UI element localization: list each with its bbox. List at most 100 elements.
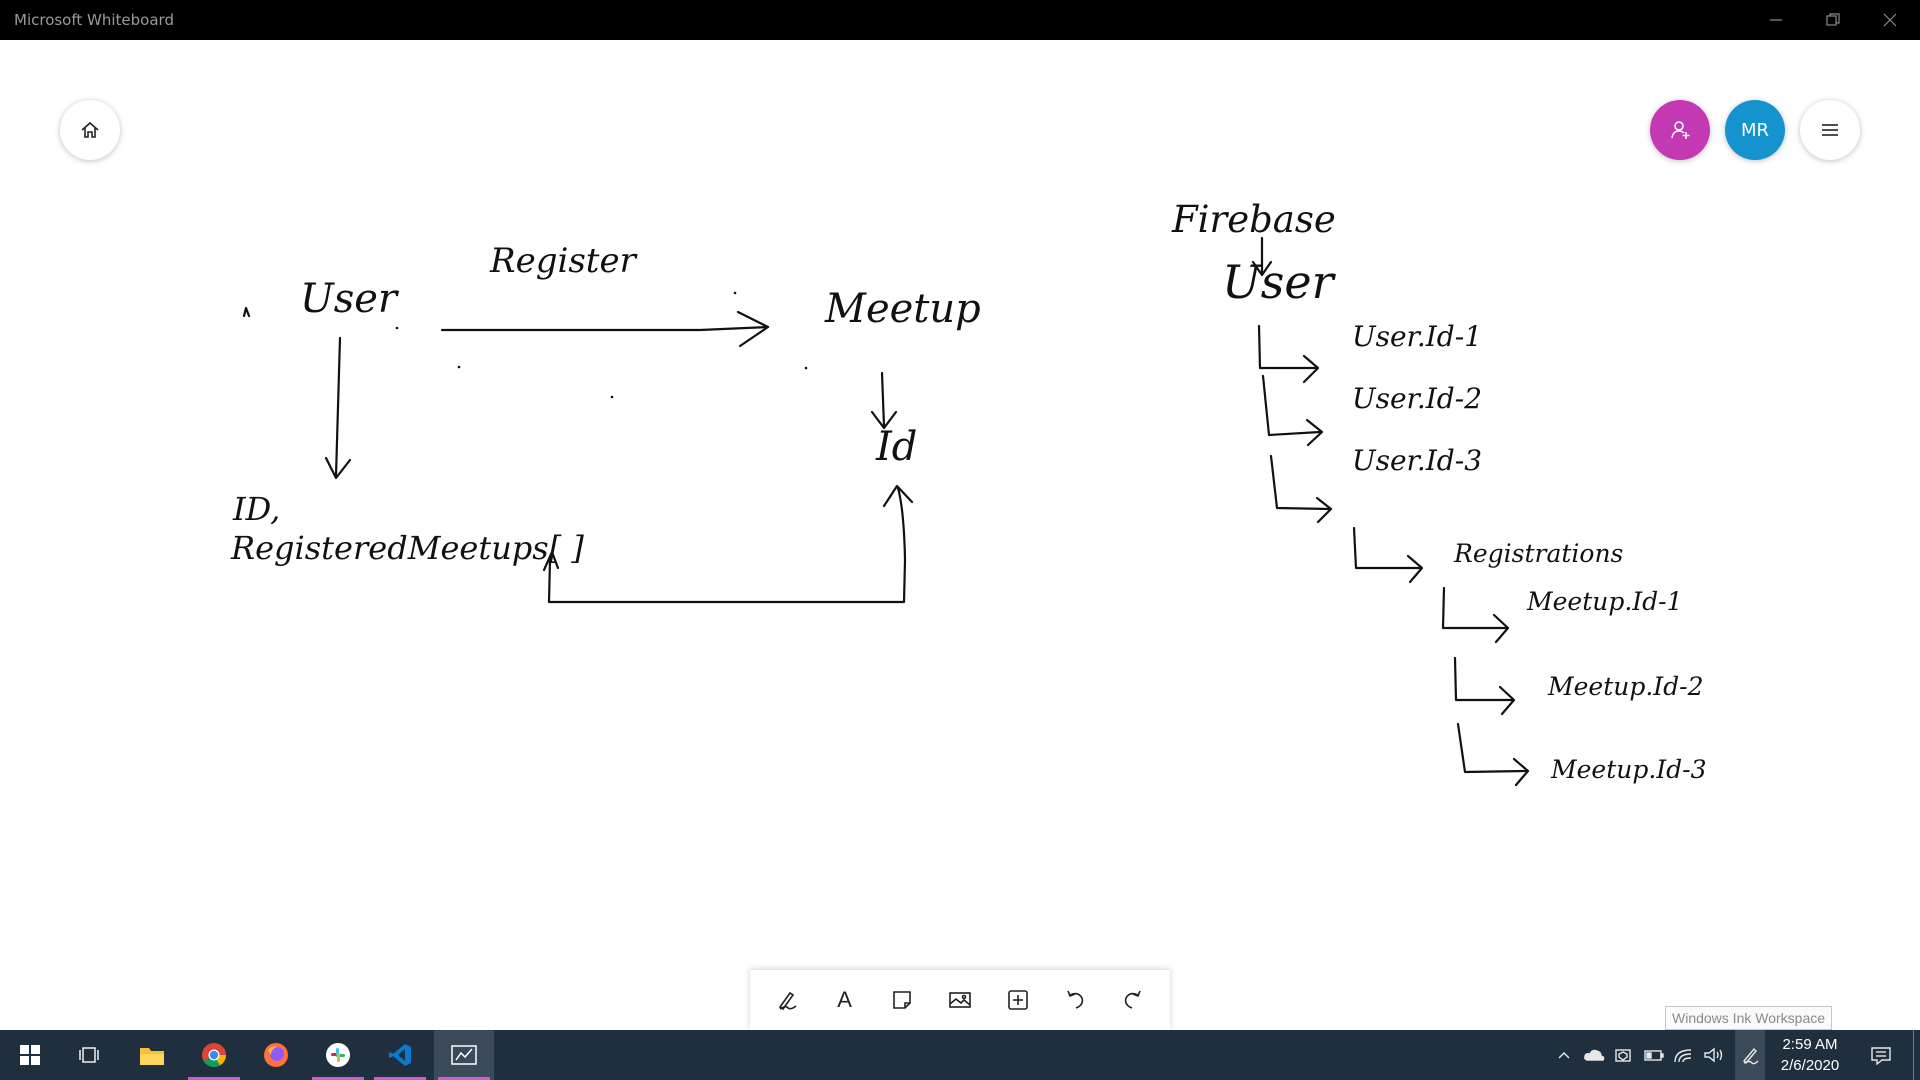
task-view-button[interactable] — [60, 1030, 120, 1080]
meetup-id-2: Meetup.Id-2 — [1547, 672, 1704, 701]
task-view-icon — [79, 1047, 99, 1063]
tree-arrow-m1 — [1492, 613, 1510, 644]
start-button[interactable] — [0, 1030, 60, 1080]
label-firebase: Firebase — [1171, 198, 1336, 241]
user-down-arrow-line — [334, 336, 342, 478]
wifi-icon — [1674, 1049, 1692, 1063]
taskbar-firefox[interactable] — [246, 1030, 306, 1080]
ink-dot — [733, 291, 737, 295]
invite-button[interactable] — [1650, 100, 1710, 160]
taskbar-file-explorer[interactable] — [122, 1030, 182, 1080]
hamburger-menu-icon — [1822, 124, 1838, 136]
file-explorer-icon — [140, 1048, 164, 1065]
volume-tray[interactable] — [1700, 1030, 1728, 1080]
close-button[interactable] — [1862, 0, 1918, 40]
tree-arrow-2 — [1305, 418, 1324, 447]
image-tool-button[interactable] — [938, 978, 982, 1022]
settings-menu-button[interactable] — [1800, 100, 1860, 160]
show-hidden-icons-button[interactable] — [1550, 1030, 1578, 1080]
taskbar-slack[interactable] — [308, 1030, 368, 1080]
tree-branch-m2 — [1453, 656, 1514, 702]
taskbar: 2:59 AM 2/6/2020 — [0, 1030, 1920, 1080]
register-arrow-head — [736, 310, 770, 348]
home-button[interactable] — [60, 100, 120, 160]
chevron-up-icon — [1558, 1052, 1570, 1059]
vscode-icon — [389, 1044, 411, 1066]
pen-ink-icon — [1743, 1047, 1759, 1065]
taskbar-vscode[interactable] — [370, 1030, 430, 1080]
taskbar-chrome[interactable] — [184, 1030, 244, 1080]
pen-icon — [778, 991, 797, 1011]
security-tray[interactable] — [1610, 1030, 1638, 1080]
insert-button[interactable] — [996, 978, 1040, 1022]
tree-arrow-registrations — [1406, 554, 1424, 584]
battery-tray[interactable] — [1640, 1030, 1668, 1080]
user-avatar[interactable]: MR — [1725, 100, 1785, 160]
windows-ink-tray[interactable] — [1735, 1030, 1765, 1080]
user-id-1: User.Id-1 — [1352, 320, 1482, 353]
label-registrations: Registrations — [1453, 539, 1623, 568]
clock-time: 2:59 AM — [1782, 1036, 1838, 1053]
restore-button[interactable] — [1805, 0, 1861, 40]
tree-branch-2 — [1261, 374, 1322, 437]
redo-button[interactable] — [1111, 978, 1155, 1022]
label-meetup: Meetup — [824, 286, 981, 332]
slack-icon — [326, 1043, 350, 1067]
ink-dot — [395, 326, 399, 330]
link-arrow-line — [547, 486, 907, 604]
tree-branch-m3 — [1456, 722, 1528, 774]
label-fields-1: ID, — [232, 490, 280, 528]
ink-dot — [804, 366, 808, 370]
action-center-button[interactable] — [1866, 1030, 1896, 1080]
wifi-tray[interactable] — [1670, 1030, 1698, 1080]
register-arrow-line — [440, 325, 770, 332]
link-arrow-head — [882, 484, 914, 508]
add-person-icon — [1671, 121, 1690, 139]
pen-tool-button[interactable] — [765, 978, 809, 1022]
cloud-icon — [1584, 1049, 1605, 1061]
tree-branch-3 — [1269, 454, 1332, 511]
volume-icon — [1704, 1047, 1723, 1063]
label-register: Register — [489, 241, 638, 281]
meetup-id-3: Meetup.Id-3 — [1550, 755, 1707, 784]
tree-branch-registrations — [1352, 526, 1422, 570]
onedrive-tray[interactable] — [1580, 1030, 1608, 1080]
start-icon — [20, 1045, 40, 1065]
user-id-3: User.Id-3 — [1352, 444, 1482, 477]
note-tool-button[interactable] — [880, 978, 924, 1022]
show-desktop-divider[interactable] — [1913, 1030, 1914, 1080]
user-id-2: User.Id-2 — [1352, 382, 1482, 415]
redo-icon — [1124, 990, 1141, 1009]
label-fields-2: RegisteredMeetups[ ] — [230, 529, 584, 567]
firefox-icon — [264, 1043, 288, 1067]
tree-arrow-3 — [1315, 496, 1333, 524]
home-icon — [81, 121, 99, 138]
taskbar-clock[interactable]: 2:59 AM 2/6/2020 — [1760, 1034, 1860, 1076]
minimize-button[interactable] — [1748, 0, 1804, 40]
notification-icon — [1871, 1047, 1891, 1065]
image-icon — [949, 992, 971, 1008]
avatar-initials: MR — [1740, 119, 1770, 141]
link-arrow-tail-head — [542, 550, 560, 572]
text-tool-button[interactable]: A — [823, 978, 867, 1022]
tree-arrow-1 — [1302, 354, 1320, 384]
user-down-arrow-head — [324, 456, 352, 480]
ink-dot — [457, 365, 461, 369]
ink-stray-mark — [242, 306, 251, 318]
clock-date: 2/6/2020 — [1780, 1057, 1840, 1074]
whiteboard-canvas[interactable]: User Register Meetup Id ID, RegisteredMe… — [0, 40, 1920, 1030]
ink-layer[interactable]: User Register Meetup Id ID, RegisteredMe… — [0, 40, 1920, 1030]
label-user: User — [300, 276, 400, 322]
ink-workspace-tooltip: Windows Ink Workspace — [1665, 1006, 1833, 1030]
shield-app-icon — [1615, 1049, 1631, 1062]
firebase-arrow-head — [1251, 260, 1273, 277]
taskbar-whiteboard[interactable] — [434, 1030, 494, 1080]
sticky-note-icon — [893, 991, 912, 1009]
tree-branch-m1 — [1441, 586, 1508, 630]
undo-icon — [1067, 990, 1084, 1009]
chrome-icon — [202, 1043, 226, 1068]
undo-button[interactable] — [1053, 978, 1097, 1022]
meetup-id-1: Meetup.Id-1 — [1526, 587, 1683, 616]
whiteboard-icon — [451, 1045, 477, 1065]
text-icon: A — [837, 987, 852, 1012]
